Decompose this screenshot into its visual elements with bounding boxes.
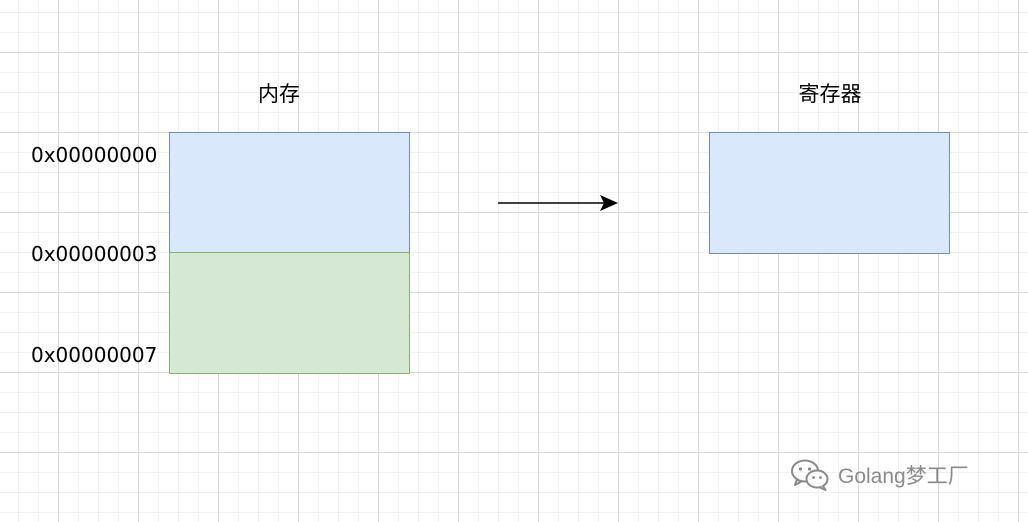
memory-address-0: 0x00000000 — [31, 143, 158, 167]
memory-title: 内存 — [258, 82, 300, 106]
register-block[interactable] — [709, 132, 950, 254]
watermark: Golang梦工厂 — [790, 458, 969, 492]
memory-address-2: 0x00000007 — [31, 343, 158, 367]
arrow-right-icon — [498, 195, 618, 211]
memory-block-top[interactable] — [169, 132, 410, 254]
memory-block-bottom[interactable] — [169, 252, 410, 374]
wechat-icon — [791, 459, 829, 491]
memory-address-1: 0x00000003 — [31, 242, 158, 266]
watermark-text: Golang梦工厂 — [838, 465, 969, 488]
register-title: 寄存器 — [798, 82, 862, 106]
